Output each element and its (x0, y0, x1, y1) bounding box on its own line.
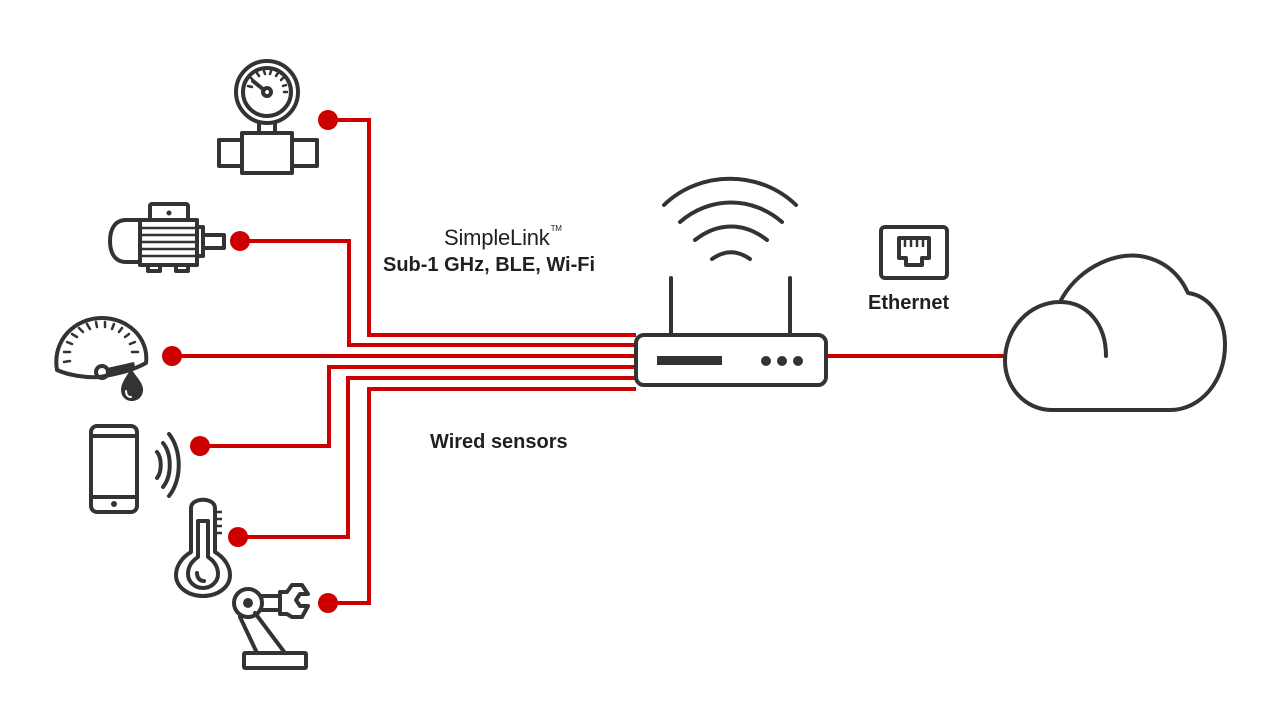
wires (172, 118, 1004, 605)
wifi-router-icon (634, 176, 828, 387)
wire-pressure-gauge (328, 118, 636, 337)
trademark-symbol: TM (550, 223, 562, 233)
connection-dot-thermometer (228, 527, 248, 547)
connection-dot-pressure-gauge (318, 110, 338, 130)
cloud-icon (1003, 253, 1227, 412)
simplelink-text: SimpleLink (444, 225, 550, 250)
thermometer-icon (174, 497, 232, 598)
ethernet-port-icon (879, 225, 949, 280)
wire-motor (240, 239, 636, 347)
wired-sensors-label: Wired sensors (430, 431, 568, 453)
wire-robotic-arm (328, 387, 636, 605)
connection-dot-robotic-arm (318, 593, 338, 613)
ethernet-label: Ethernet (868, 292, 950, 314)
pressure-gauge-icon (217, 59, 319, 175)
connection-dot-fuel-gauge (162, 346, 182, 366)
motor-icon (108, 202, 226, 273)
connection-dot-smartphone (190, 436, 210, 456)
connection-dot-motor (230, 231, 250, 251)
protocols-label: Sub-1 GHz, BLE, Wi-Fi (383, 254, 596, 276)
robotic-arm-icon (232, 583, 310, 670)
connection-dots (162, 110, 338, 613)
fuel-gauge-icon (54, 316, 149, 401)
simplelink-label: SimpleLinkTM (444, 223, 562, 251)
wire-thermometer (238, 376, 636, 539)
wire-smartphone (200, 365, 636, 448)
smartphone-wireless-icon (89, 424, 181, 514)
